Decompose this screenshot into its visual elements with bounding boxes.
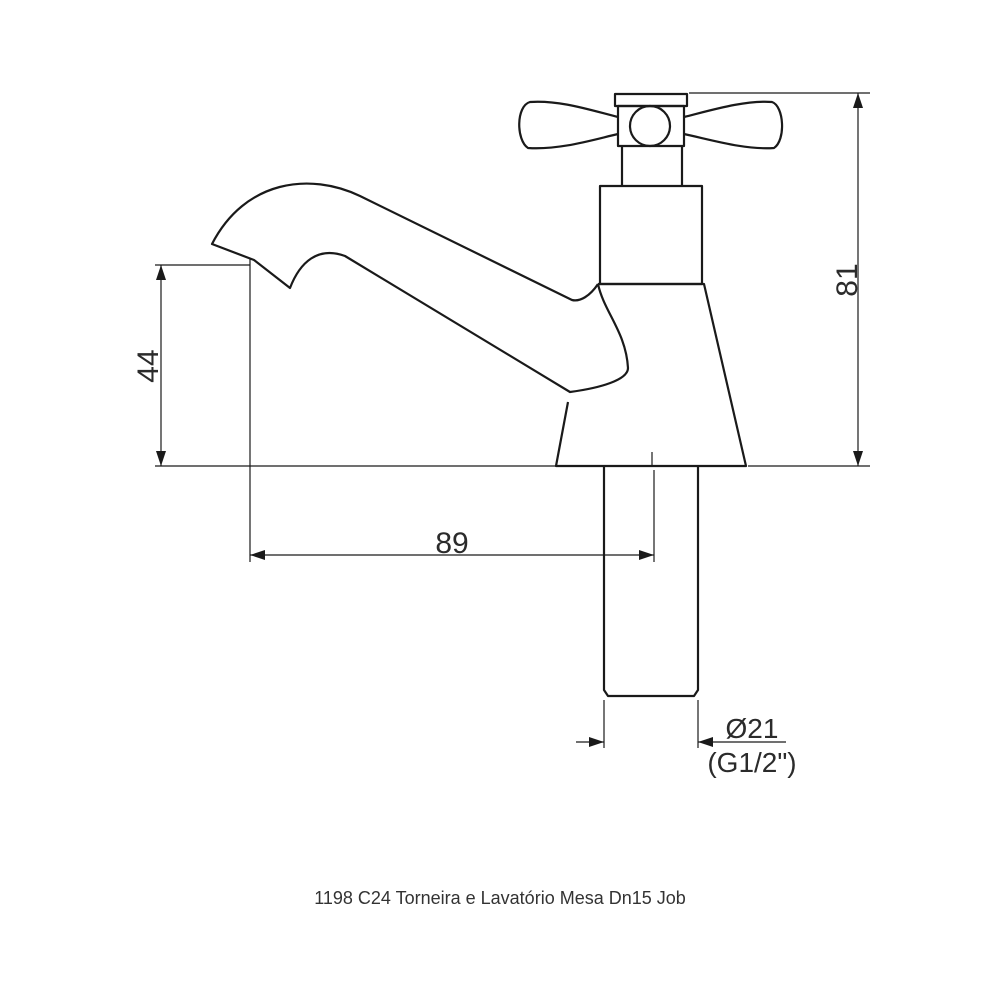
spout-reach-label: 89 <box>435 527 468 560</box>
spout-height-label: 44 <box>132 349 165 382</box>
faucet-outline <box>210 92 784 698</box>
bonnet <box>598 184 704 286</box>
dimension-overall-height: 81 <box>689 92 870 467</box>
dimension-spout-reach: 89 <box>249 258 655 562</box>
handle-center-knob <box>628 104 672 148</box>
handle-stem <box>620 146 684 186</box>
tapered-body <box>554 282 748 468</box>
spout <box>210 182 630 394</box>
dimension-diameter: Ø21 (G1/2") <box>576 700 797 778</box>
drawing-caption: 1198 C24 Torneira e Lavatório Mesa Dn15 … <box>314 888 686 908</box>
diameter-label: Ø21 <box>726 713 779 744</box>
thread-label: (G1/2") <box>707 747 796 778</box>
dimension-spout-height: 44 <box>132 264 556 467</box>
overall-height-label: 81 <box>831 263 864 296</box>
cross-handle <box>518 100 784 150</box>
handle-cap <box>613 92 689 108</box>
handle-hub <box>616 104 686 148</box>
threaded-shank <box>602 466 700 698</box>
